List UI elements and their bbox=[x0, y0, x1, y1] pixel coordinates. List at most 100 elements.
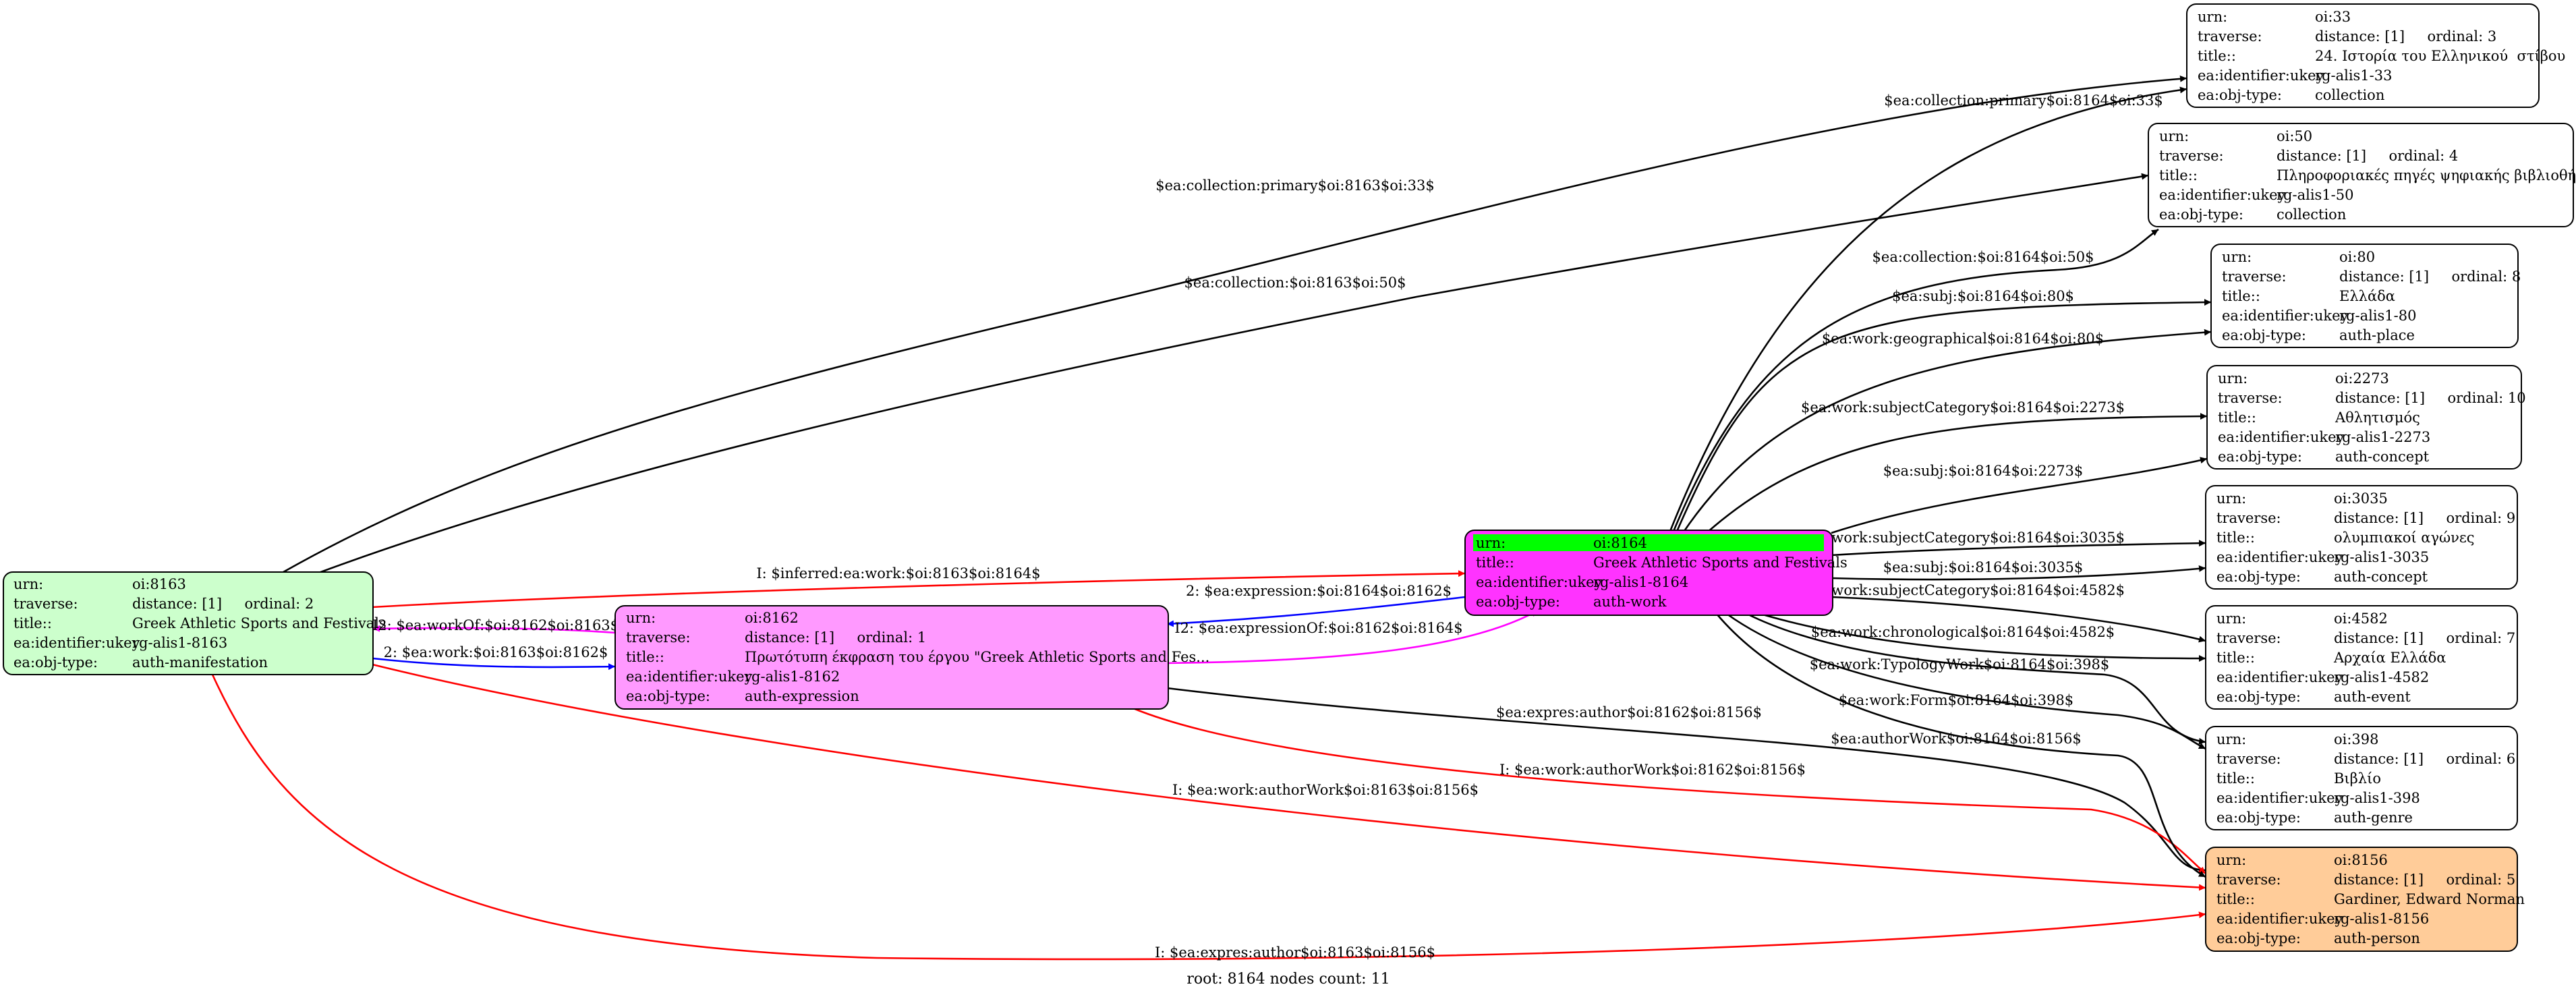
node-80[interactable]: urn: oi:80 traverse: distance: [1] ordin… bbox=[2210, 244, 2521, 348]
node-8156-value-urn: oi:8156 bbox=[2334, 852, 2388, 868]
node-8163-value-traverse: distance: [1] ordinal: 2 bbox=[132, 596, 314, 612]
edge-label-work-8163-8162: 2: $ea:work:$oi:8163$oi:8162$ bbox=[384, 644, 608, 660]
node-80-value-objtype: auth-place bbox=[2339, 327, 2415, 343]
node-50[interactable]: urn: oi:50 traverse: distance: [1] ordin… bbox=[2148, 123, 2576, 227]
node-8163-key-objtype: ea:obj-type: bbox=[13, 654, 98, 671]
node-398-key-urn: urn: bbox=[2216, 731, 2246, 747]
edge-label-expres-author-8163-8156: I: $ea:expres:author$oi:8163$oi:8156$ bbox=[1155, 944, 1435, 961]
node-33-key-objtype: ea:obj-type: bbox=[2198, 87, 2282, 103]
edge-label-collection-8163-50: $ea:collection:$oi:8163$oi:50$ bbox=[1184, 275, 1406, 291]
node-398-key-ukey: ea:identifier:ukey bbox=[2216, 790, 2343, 806]
node-3035-value-traverse: distance: [1] ordinal: 9 bbox=[2334, 510, 2515, 526]
node-8162-value-title: Πρωτότυπη έκφραση του έργου "Greek Athle… bbox=[745, 649, 1209, 665]
node-398-value-title: Βιβλίο bbox=[2334, 770, 2381, 787]
node-50-value-traverse: distance: [1] ordinal: 4 bbox=[2277, 148, 2458, 164]
edge-label-subj-8164-2273: $ea:subj:$oi:8164$oi:2273$ bbox=[1883, 463, 2084, 479]
edge-subjectcategory-8164-4582 bbox=[1831, 596, 2206, 643]
node-8164-value-urn: oi:8164 bbox=[1593, 535, 1647, 551]
node-4582-key-ukey: ea:identifier:ukey bbox=[2216, 669, 2343, 685]
edge-label-geographical-8164-80: $ea:work:geographical$oi:8164$oi:80$ bbox=[1822, 331, 2104, 347]
node-2273-value-urn: oi:2273 bbox=[2335, 370, 2389, 387]
edge-collection-primary-8164-33 bbox=[1668, 86, 2187, 534]
node-3035-value-objtype: auth-concept bbox=[2334, 569, 2428, 585]
edge-label-subj-8164-80: $ea:subj:$oi:8164$oi:80$ bbox=[1892, 288, 2074, 304]
node-3035-key-ukey: ea:identifier:ukey bbox=[2216, 549, 2343, 565]
node-80-value-title: Ελλάδα bbox=[2339, 288, 2395, 304]
node-8164-key-title: title:: bbox=[1476, 555, 1514, 571]
edge-geographical-8164-80 bbox=[1682, 329, 2212, 534]
node-398-key-traverse: traverse: bbox=[2216, 751, 2281, 767]
node-2273-value-objtype: auth-concept bbox=[2335, 449, 2430, 465]
node-2273-value-title: Αθλητισμός bbox=[2335, 409, 2420, 426]
node-4582-value-title: Αρχαία Ελλάδα bbox=[2333, 650, 2446, 666]
edge-label-authorwork-8164-8156: $ea:authorWork$oi:8164$oi:8156$ bbox=[1831, 731, 2081, 747]
node-2273-key-title: title:: bbox=[2218, 409, 2256, 426]
node-8156-key-traverse: traverse: bbox=[2216, 872, 2281, 888]
node-2273[interactable]: urn: oi:2273 traverse: distance: [1] ord… bbox=[2206, 365, 2526, 470]
edge-label-expression-8164-8162: 2: $ea:expression:$oi:8164$oi:8162$ bbox=[1186, 583, 1452, 599]
node-8162[interactable]: urn: oi:8162 traverse: distance: [1] ord… bbox=[614, 605, 1209, 710]
node-2273-value-ukey: rg-alis1-2273 bbox=[2335, 429, 2430, 445]
node-4582-key-objtype: ea:obj-type: bbox=[2216, 689, 2301, 705]
node-50-value-urn: oi:50 bbox=[2277, 128, 2312, 144]
node-8156-key-urn: urn: bbox=[2216, 852, 2246, 868]
node-398[interactable]: urn: oi:398 traverse: distance: [1] ordi… bbox=[2205, 726, 2518, 830]
node-4582-value-objtype: auth-event bbox=[2334, 689, 2411, 705]
node-8163-key-traverse: traverse: bbox=[13, 596, 78, 612]
node-2273-key-traverse: traverse: bbox=[2218, 390, 2283, 406]
node-33-key-traverse: traverse: bbox=[2198, 28, 2262, 45]
edge-workof-8162-8163 bbox=[372, 625, 616, 634]
edge-label-expressionof-8162-8164: I2: $ea:expressionOf:$oi:8162$oi:8164$ bbox=[1174, 620, 1462, 636]
edge-typologywork-8164-398 bbox=[1746, 613, 2206, 745]
node-8163-value-title: Greek Athletic Sports and Festivals bbox=[132, 615, 387, 631]
edge-expres-author-8163-8156 bbox=[211, 674, 2206, 961]
node-8156-key-ukey: ea:identifier:ukey bbox=[2216, 911, 2343, 927]
node-80-value-urn: oi:80 bbox=[2339, 249, 2375, 265]
edge-label-subjectcategory-8164-4582: $ea:work:subjectCategory$oi:8164$oi:4582… bbox=[1801, 582, 2125, 598]
edge-authorwork-8163-8156 bbox=[372, 663, 2206, 891]
node-8162-value-ukey: rg-alis1-8162 bbox=[745, 669, 840, 685]
edge-work-8163-8162 bbox=[372, 657, 616, 671]
node-8156-key-objtype: ea:obj-type: bbox=[2216, 930, 2301, 946]
node-8162-key-objtype: ea:obj-type: bbox=[626, 688, 710, 704]
node-8163-value-urn: oi:8163 bbox=[132, 576, 186, 592]
node-80-key-ukey: ea:identifier:ukey bbox=[2222, 308, 2349, 324]
node-398-key-title: title:: bbox=[2216, 770, 2255, 787]
node-8156[interactable]: urn: oi:8156 traverse: distance: [1] ord… bbox=[2205, 847, 2525, 952]
node-33[interactable]: urn: oi:33 traverse: distance: [1] ordin… bbox=[2186, 3, 2565, 108]
edge-label-workof-8162-8163: I2: $ea:workOf:$oi:8162$oi:8163$ bbox=[372, 617, 619, 633]
edge-label-authorwork-8163-8156: I: $ea:work:authorWork$oi:8163$oi:8156$ bbox=[1172, 782, 1479, 798]
edge-label-inferred-work-8163-8164: I: $inferred:ea:work:$oi:8163$oi:8164$ bbox=[756, 565, 1040, 581]
node-8164-value-title: Greek Athletic Sports and Festivals bbox=[1593, 555, 1848, 571]
edges: $ea:collection:primary$oi:8163$oi:33$ $e… bbox=[211, 75, 2212, 961]
node-3035-key-title: title:: bbox=[2216, 530, 2255, 546]
node-8164-root[interactable]: urn: oi:8164 title:: Greek Athletic Spor… bbox=[1464, 530, 1848, 616]
node-8164-value-objtype: auth-work bbox=[1593, 594, 1667, 610]
node-3035-value-ukey: rg-alis1-3035 bbox=[2334, 549, 2429, 565]
edge-label-collection-primary-8164-33: $ea:collection:primary$oi:8164$oi:33$ bbox=[1884, 92, 2163, 109]
node-8162-value-urn: oi:8162 bbox=[745, 610, 799, 626]
edge-subj-8164-3035 bbox=[1831, 565, 2206, 581]
node-3035[interactable]: urn: oi:3035 traverse: distance: [1] ord… bbox=[2205, 485, 2518, 590]
edge-subj-8164-80 bbox=[1675, 299, 2212, 534]
node-4582[interactable]: urn: oi:4582 traverse: distance: [1] ord… bbox=[2205, 605, 2518, 710]
node-398-key-objtype: ea:obj-type: bbox=[2216, 810, 2301, 826]
node-8162-value-traverse: distance: [1] ordinal: 1 bbox=[745, 629, 926, 646]
node-8156-value-title: Gardiner, Edward Norman bbox=[2334, 891, 2525, 907]
edge-label-authorwork-8162-8156: I: $ea:work:authorWork$oi:8162$oi:8156$ bbox=[1499, 762, 1806, 778]
node-2273-key-urn: urn: bbox=[2218, 370, 2248, 387]
node-50-value-title: Πληροφοριακές πηγές ψηφιακής βιβλιοθήκης bbox=[2277, 167, 2576, 183]
edge-subjectcategory-8164-2273 bbox=[1706, 413, 2208, 534]
node-4582-value-urn: oi:4582 bbox=[2334, 611, 2388, 627]
node-80-value-ukey: rg-alis1-80 bbox=[2339, 308, 2417, 324]
node-3035-value-title: ολυμπιακοί αγώνες bbox=[2334, 530, 2475, 546]
node-50-key-objtype: ea:obj-type: bbox=[2159, 206, 2243, 223]
node-8162-key-title: title:: bbox=[626, 649, 664, 665]
node-33-key-urn: urn: bbox=[2198, 9, 2227, 25]
node-4582-key-traverse: traverse: bbox=[2216, 630, 2281, 646]
node-33-value-title: 24. Ιστορία του Ελληνικού στίβου bbox=[2315, 48, 2565, 64]
node-80-key-title: title:: bbox=[2222, 288, 2260, 304]
node-8163[interactable]: urn: oi:8163 traverse: distance: [1] ord… bbox=[3, 571, 387, 675]
node-33-value-traverse: distance: [1] ordinal: 3 bbox=[2315, 28, 2496, 45]
edge-collection-8163-50 bbox=[316, 173, 2149, 575]
